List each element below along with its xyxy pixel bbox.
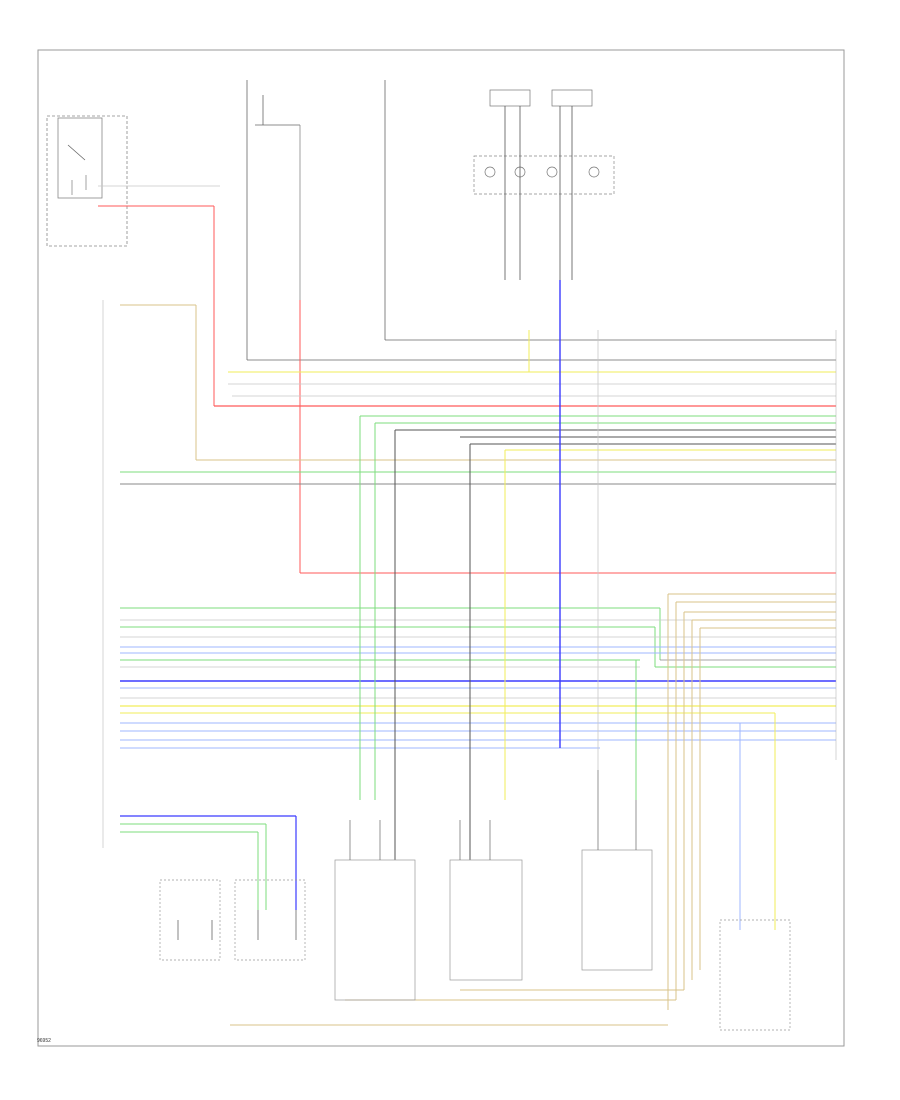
component-seat-belt-switch-right xyxy=(234,879,306,961)
component-seat-belt-switch-left xyxy=(159,879,221,961)
component-right-switch xyxy=(719,919,791,1031)
power-feed-left xyxy=(246,80,836,361)
component-seat-module xyxy=(581,770,653,971)
vertical-wire-bundle xyxy=(359,280,776,930)
figure-code: 96952 xyxy=(37,1038,51,1044)
power-feed-right xyxy=(384,80,836,341)
module-connector-block xyxy=(473,89,615,280)
component-passenger-sensor-1 xyxy=(334,820,416,1001)
horizontal-wire-bundle xyxy=(120,304,836,749)
diagram-frame xyxy=(37,49,845,1047)
instrument-panel-fuse-block xyxy=(46,115,220,247)
bottom-left-branch xyxy=(120,815,297,910)
tan-wire-group xyxy=(230,593,836,1026)
component-passenger-sensor-2 xyxy=(449,820,523,981)
